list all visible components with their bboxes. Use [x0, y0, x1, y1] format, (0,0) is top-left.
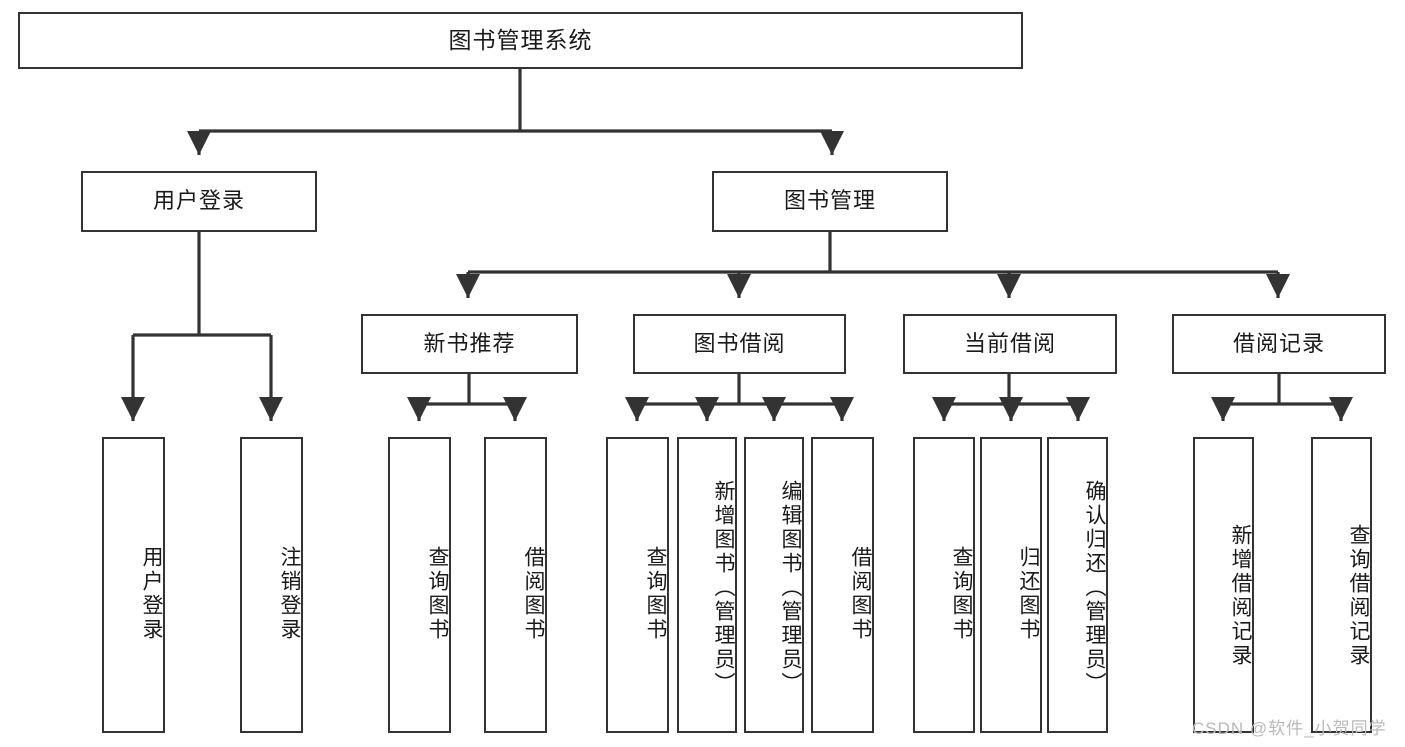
- node-leaf-confirm-return-admin-label: 确认归还（管理员）: [1083, 480, 1106, 696]
- node-current-borrow[interactable]: 当前借阅: [903, 314, 1117, 374]
- node-leaf-query-book-cur-label: 查询图书: [950, 546, 973, 642]
- node-leaf-add-borrow-record-label: 新增借阅记录: [1229, 524, 1252, 668]
- node-book-borrow[interactable]: 图书借阅: [633, 314, 846, 374]
- node-borrow-record[interactable]: 借阅记录: [1172, 314, 1386, 374]
- node-leaf-borrow-book-rec[interactable]: 借阅图书: [484, 437, 547, 733]
- node-leaf-add-book-admin-label: 新增图书（管理员）: [712, 480, 735, 696]
- node-leaf-borrow-book-label: 借阅图书: [849, 546, 872, 642]
- node-leaf-query-book-label: 查询图书: [644, 546, 667, 642]
- node-leaf-add-borrow-record[interactable]: 新增借阅记录: [1193, 437, 1254, 733]
- node-leaf-add-book-admin[interactable]: 新增图书（管理员）: [677, 437, 737, 733]
- node-leaf-borrow-book[interactable]: 借阅图书: [811, 437, 874, 733]
- node-leaf-return-book-label: 归还图书: [1017, 546, 1040, 642]
- node-root[interactable]: 图书管理系统: [18, 12, 1023, 69]
- node-leaf-query-book-rec-label: 查询图书: [426, 546, 449, 642]
- node-leaf-return-book[interactable]: 归还图书: [980, 437, 1042, 733]
- node-leaf-edit-book-admin-label: 编辑图书（管理员）: [779, 480, 802, 696]
- node-leaf-query-book[interactable]: 查询图书: [606, 437, 669, 733]
- node-leaf-user-logout-label: 注销登录: [278, 546, 301, 642]
- node-leaf-user-login-label: 用户登录: [140, 546, 163, 642]
- node-book-manage-label: 图书管理: [783, 188, 876, 214]
- node-leaf-user-login[interactable]: 用户登录: [102, 437, 165, 733]
- node-leaf-edit-book-admin[interactable]: 编辑图书（管理员）: [744, 437, 804, 733]
- node-leaf-query-book-cur[interactable]: 查询图书: [913, 437, 975, 733]
- node-book-borrow-label: 图书借阅: [693, 330, 786, 356]
- node-new-book-recommend[interactable]: 新书推荐: [361, 314, 578, 374]
- node-leaf-user-logout[interactable]: 注销登录: [240, 437, 303, 733]
- node-borrow-record-label: 借阅记录: [1232, 330, 1325, 356]
- node-leaf-query-borrow-record-label: 查询借阅记录: [1347, 524, 1370, 668]
- node-leaf-borrow-book-rec-label: 借阅图书: [522, 546, 545, 642]
- node-leaf-query-borrow-record[interactable]: 查询借阅记录: [1311, 437, 1372, 733]
- csdn-watermark: CSDN @软件_小贺同学: [1192, 719, 1387, 738]
- node-book-manage[interactable]: 图书管理: [712, 171, 948, 232]
- node-user-login-label: 用户登录: [152, 188, 245, 214]
- node-root-label: 图书管理系统: [448, 26, 593, 53]
- node-new-book-recommend-label: 新书推荐: [423, 330, 516, 356]
- node-leaf-confirm-return-admin[interactable]: 确认归还（管理员）: [1047, 437, 1108, 733]
- node-leaf-query-book-rec[interactable]: 查询图书: [388, 437, 451, 733]
- node-current-borrow-label: 当前借阅: [963, 330, 1056, 356]
- node-user-login[interactable]: 用户登录: [81, 171, 317, 232]
